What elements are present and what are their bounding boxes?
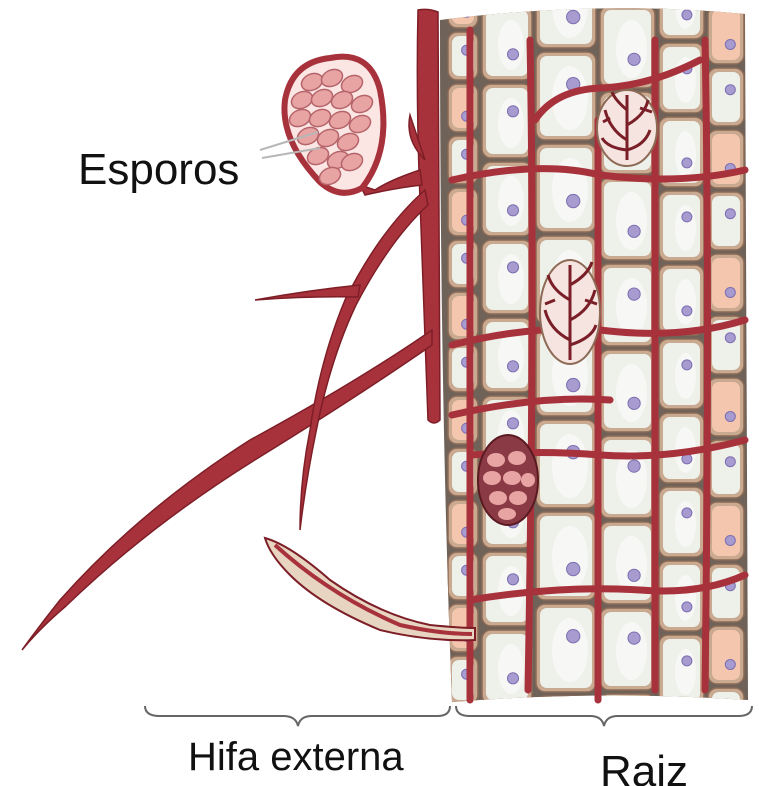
root-cell bbox=[536, 604, 596, 692]
root-cell bbox=[659, 635, 704, 705]
root-cell bbox=[708, 192, 744, 250]
cell-nucleus bbox=[462, 7, 472, 17]
root-cell bbox=[659, 487, 704, 557]
root-cell bbox=[448, 0, 478, 28]
cell-nucleus bbox=[725, 659, 735, 669]
cell-nucleus bbox=[567, 378, 580, 391]
root-cell bbox=[536, 420, 596, 508]
bracket-external-hypha bbox=[145, 706, 450, 726]
root-cell bbox=[708, 254, 744, 312]
arbuscule-1 bbox=[597, 90, 657, 166]
cell-nucleus bbox=[682, 158, 692, 168]
external-hypha-label: Hifa externa bbox=[188, 737, 404, 777]
cell-nucleus bbox=[682, 306, 692, 316]
cell-nucleus bbox=[567, 194, 580, 207]
cell-nucleus bbox=[567, 562, 580, 575]
cell-nucleus bbox=[507, 205, 518, 216]
root-cell bbox=[708, 626, 744, 684]
root-label: Raiz bbox=[600, 750, 688, 786]
cell-nucleus bbox=[628, 569, 640, 581]
root-cell bbox=[600, 436, 655, 518]
root-cell bbox=[659, 265, 704, 335]
cell-nucleus bbox=[507, 730, 518, 741]
root-cell bbox=[482, 630, 532, 704]
cell-nucleus bbox=[628, 288, 640, 300]
root-cell bbox=[708, 502, 744, 560]
cell-nucleus bbox=[567, 746, 580, 759]
cell-nucleus bbox=[507, 49, 518, 60]
cell-nucleus bbox=[725, 287, 735, 297]
vesicle-spores-in-root bbox=[478, 435, 538, 525]
cell-nucleus bbox=[507, 106, 518, 117]
root-cell bbox=[482, 552, 532, 626]
root-cell bbox=[708, 378, 744, 436]
cell-nucleus bbox=[682, 508, 692, 518]
cell-nucleus bbox=[507, 673, 518, 684]
cell-nucleus bbox=[507, 574, 518, 585]
cell-nucleus bbox=[725, 535, 735, 545]
cell-nucleus bbox=[682, 656, 692, 666]
cell-nucleus bbox=[567, 630, 580, 643]
root-cell bbox=[600, 178, 655, 260]
root-cell bbox=[659, 191, 704, 261]
cell-nucleus bbox=[628, 225, 640, 237]
cell-nucleus bbox=[682, 360, 692, 370]
cell-nucleus bbox=[682, 212, 692, 222]
root-cell bbox=[600, 608, 655, 690]
cell-nucleus bbox=[725, 411, 735, 421]
root-cell bbox=[536, 0, 596, 48]
bracket-root bbox=[456, 706, 752, 726]
cell-nucleus bbox=[725, 209, 735, 219]
cell-nucleus bbox=[725, 705, 735, 715]
cell-nucleus bbox=[725, 85, 735, 95]
cell-nucleus bbox=[462, 735, 472, 745]
root-cell bbox=[600, 6, 655, 88]
root-cell bbox=[659, 0, 704, 39]
root-cell bbox=[600, 350, 655, 432]
root-cell bbox=[708, 6, 744, 64]
cell-nucleus bbox=[628, 397, 640, 409]
cell-nucleus bbox=[725, 457, 735, 467]
root-cell bbox=[482, 6, 532, 80]
cell-nucleus bbox=[507, 262, 518, 273]
cell-nucleus bbox=[507, 361, 518, 372]
arbuscule-2 bbox=[540, 260, 600, 364]
spores-label: Esporos bbox=[78, 148, 239, 192]
cell-nucleus bbox=[725, 39, 735, 49]
cell-nucleus bbox=[725, 333, 735, 343]
cell-nucleus bbox=[507, 418, 518, 429]
root-cell bbox=[659, 561, 704, 631]
root-cell bbox=[536, 696, 596, 784]
root-cell bbox=[536, 144, 596, 232]
root-cell bbox=[708, 564, 744, 622]
root-cell bbox=[708, 130, 744, 188]
cell-nucleus bbox=[682, 602, 692, 612]
entry-hypha bbox=[265, 538, 475, 640]
root-cell bbox=[659, 339, 704, 409]
cell-nucleus bbox=[628, 53, 640, 65]
cell-nucleus bbox=[628, 632, 640, 644]
root-cell bbox=[482, 708, 532, 782]
spore-sac bbox=[260, 57, 383, 193]
root-cell bbox=[708, 68, 744, 126]
root-cell bbox=[482, 84, 532, 158]
cell-nucleus bbox=[628, 460, 640, 472]
cell-nucleus bbox=[682, 10, 692, 20]
cell-nucleus bbox=[567, 10, 580, 23]
root-cell bbox=[482, 240, 532, 314]
